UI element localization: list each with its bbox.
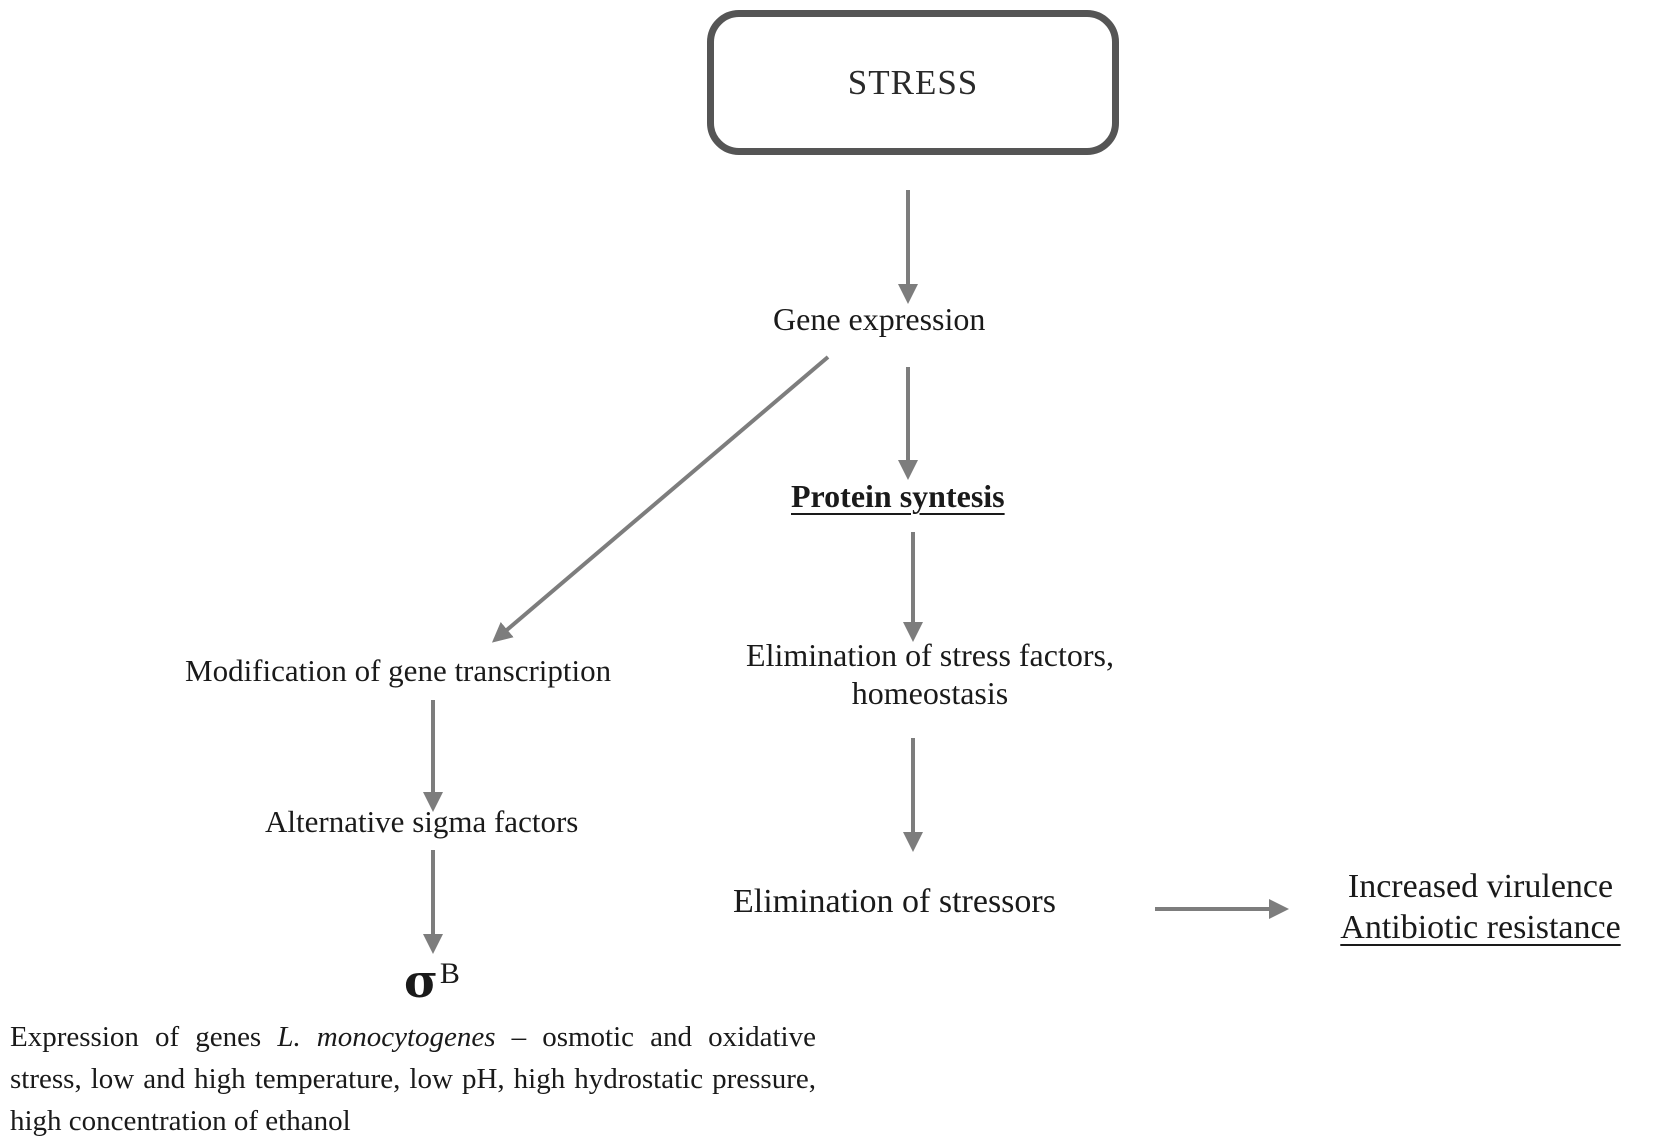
sigma-symbol: σ [404,954,438,1008]
expression-description: Expression of genes L. monocytogenes – o… [10,1016,816,1142]
sigma-b-label: σB [404,958,460,1005]
protein-synthesis-label: Protein syntesis [791,478,1005,514]
stress-label: STRESS [847,62,979,102]
elimination-factors-label: Elimination of stress factors, homeostas… [714,636,1146,713]
expression-prefix: Expression of genes [10,1021,278,1053]
sigma-superscript: B [439,957,460,990]
gene-expression-label: Gene expression [773,301,986,337]
elimination-stressors-label: Elimination of stressors [733,883,1056,920]
arrow-gene-expression-to-modification [491,355,830,643]
alternative-sigma-label: Alternative sigma factors [265,804,579,839]
outcome-increased-virulence: Increased virulence [1347,868,1614,905]
elimination-factors-line2: homeostasis [851,675,1009,712]
modification-label: Modification of gene transcription [185,653,612,688]
expression-suffix: – osmotic and oxidative stress, low and … [10,1021,816,1137]
outcomes-label: Increased virulence Antibiotic resistanc… [1313,867,1648,949]
outcome-antibiotic-resistance: Antibiotic resistance [1340,908,1621,946]
elimination-factors-line1: Elimination of stress factors, [746,637,1114,673]
organism-name: L. monocytogenes [277,1021,496,1053]
stress-box: STRESS [707,10,1119,155]
